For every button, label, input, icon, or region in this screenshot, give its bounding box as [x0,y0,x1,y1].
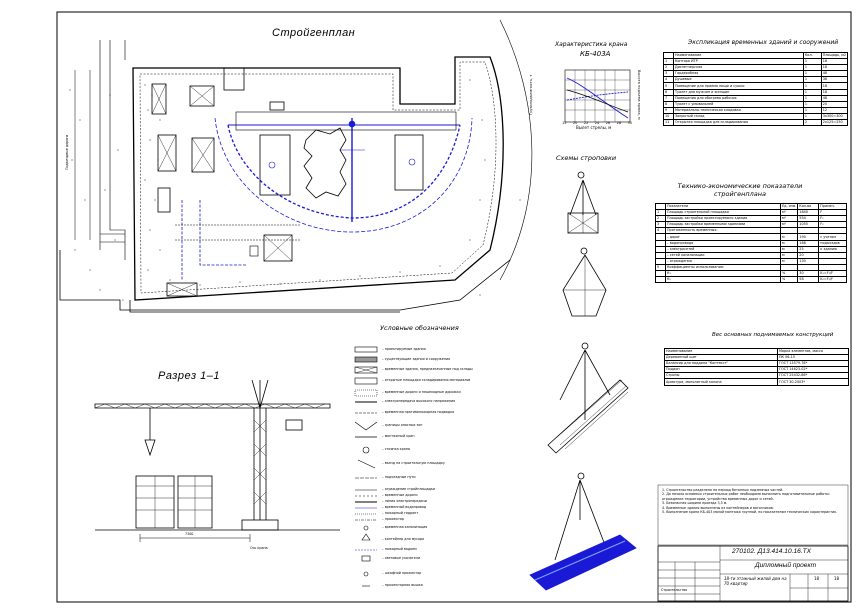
legend-item: – прожекторная вышка [382,583,423,587]
x-tick: 26 [605,121,611,125]
project-name: Дипломный проект [755,562,817,569]
road-label: Подъездные дороги [65,134,69,170]
crane-chart-title: Характеристика крана [555,41,628,48]
x-tick: 30 [627,121,632,125]
section-title: Разрез 1–1 [158,370,220,382]
legend-item: – световые указатели [382,556,420,560]
crane-axis-label: Ось крана [250,546,268,550]
title-block [657,545,849,602]
org-name: Строительство [661,588,688,592]
legend-item: – открытые площадки складирования матери… [382,378,471,382]
legend-item: – пожарный водоем [382,547,417,551]
x-tick: 22 [583,121,589,125]
note: 4. Временные здания выполнены из контейн… [662,505,774,510]
buildings-title: Экспликация временных зданий и сооружени… [688,39,839,46]
dimension-label: 7300 [185,532,194,536]
crane-model: КБ-403А [580,50,611,58]
legend-item: – пожарный гидрант [382,511,419,515]
legend-symbols [354,346,378,587]
legend-item: – монтажный кран [382,434,415,438]
legend-item: – подъездные пути [382,475,416,479]
doc-code: 270102. Д13.414.10.16.ТХ [732,548,812,555]
sheet-num: 18 [814,576,820,581]
x-tick: 28 [616,121,622,125]
legend-item: – временная противопожарная подводка [382,410,455,414]
legend-item: – ограждение стройплощадки [382,487,436,491]
legend-item: – линия электропередачи [382,499,427,503]
note: 3. Безопасная ширина проезда 3,5 м. [662,501,728,506]
sheets-total: 18 [834,576,840,581]
legend-item: – шкафной прожектор [382,571,422,575]
legend-item: – электропередача высокого напряжения [382,399,456,403]
site-plan [59,19,533,313]
legend-item: – временные дороги и пешеходные дорожки [382,390,461,394]
x-tick: 20 [572,121,578,125]
note: 5. Выполнение крана КБ-403 малой монтажа… [662,510,838,515]
slinging-schemes [529,171,637,591]
legend-item: – стоянка крана [382,447,410,451]
legend-item: – прожектор [382,517,404,521]
note: 1. Строительство разделено на период бет… [662,488,784,492]
legend-item: – существующие здания и сооружения [382,357,451,361]
legend-item: – временные дороги [382,493,418,497]
weights-title: Вес основных поднимаемых конструкций [712,332,834,338]
slinging-title: Схемы строповки [556,154,617,162]
site-plan-title: Стройгенплан [272,27,356,39]
crane-chart-xlabel: Вылет стрелы, м [576,125,612,130]
legend-item: – проектируемые здания [382,347,426,351]
table-header: Показатели Ед. изм. Кол-во Примеч. [655,202,847,211]
legend-item: – временный водопровод [382,505,427,509]
sheet-title: 18-ти этажный жилой дом на 70 квартир [724,576,787,586]
legend-item: – контейнер для мусора [382,537,425,541]
legend-title: Условные обозначения [380,324,459,332]
notes: 1. Строительство разделено на период бет… [662,488,846,515]
weights-table: Наименование Марка элементов, масса Дере… [664,347,849,386]
legend-item: – границы опасных зон [382,423,423,427]
legend-item: – временные здания, предназначенные под … [382,367,473,371]
section-1-1 [94,379,340,542]
legend-item: – въезд на строительную площадку [382,461,445,465]
crane-chart-xticks: 15 20 22 24 26 28 30 [562,121,632,125]
x-tick: 15 [562,121,567,125]
x-tick: 24 [594,121,600,125]
legend-item: – временная канализация [382,525,428,529]
note: 2. До начала основных строительных работ… [662,492,830,501]
crane-chart [564,69,631,123]
crane-chart-y2label: Высота подъема крюка, м [637,70,641,120]
crane-chart-ylabel: Грузоподъемность, т [529,74,533,115]
tech-title: Технико-экономические показатели стройге… [677,182,803,199]
